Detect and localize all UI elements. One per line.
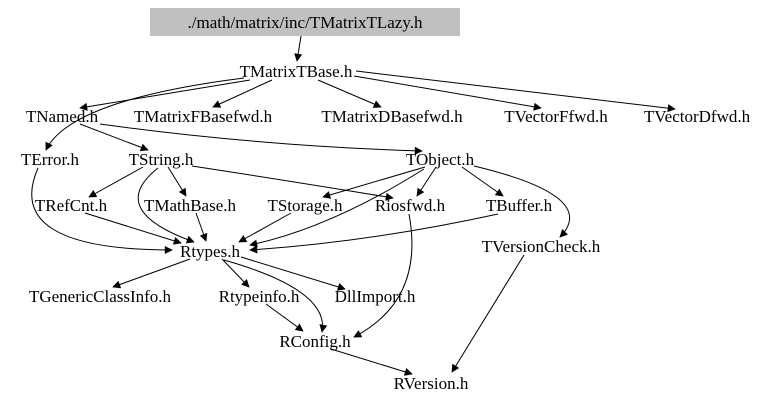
- edge-TVersionCheck-to-RVersion: [451, 254, 525, 373]
- edge-Rtypeinfo-to-RConfig: [265, 303, 304, 332]
- edge-TMathBase-to-Rtypes: [195, 212, 208, 242]
- node-TMathBase[interactable]: TMathBase.h: [144, 196, 237, 215]
- edge-TString-to-TRefCnt: [88, 166, 144, 198]
- edge-TObject-to-TVersionCheck: [473, 165, 571, 238]
- node-TGenericClassInfo[interactable]: TGenericClassInfo.h: [29, 287, 172, 306]
- edge-TString-to-TMathBase: [167, 166, 187, 197]
- edge-TObject-to-TBuffer: [461, 166, 504, 197]
- node-Rtypes[interactable]: Rtypes.h: [180, 242, 240, 261]
- edge-Riosfwd-to-RConfig: [353, 213, 413, 338]
- edge-TObject-to-TStorage: [322, 166, 426, 199]
- node-RVersion[interactable]: RVersion.h: [394, 374, 469, 393]
- node-TMatrixDBasefwd[interactable]: TMatrixDBasefwd.h: [321, 107, 463, 126]
- edge-TRefCnt-to-Rtypes: [84, 212, 182, 245]
- edges-layer: [31, 35, 676, 376]
- nodes-layer: ./math/matrix/inc/TMatrixTLazy.hTMatrixT…: [21, 8, 751, 393]
- edge-TMatrixTBase-to-TVectorDfwd: [355, 70, 676, 113]
- edge-TMatrixTBase-to-TError: [45, 77, 245, 151]
- node-Riosfwd[interactable]: Riosfwd.h: [375, 196, 446, 215]
- node-TBuffer[interactable]: TBuffer.h: [486, 196, 553, 215]
- node-TMatrixFBasefwd[interactable]: TMatrixFBasefwd.h: [134, 107, 273, 126]
- node-Rtypeinfo[interactable]: Rtypeinfo.h: [219, 287, 300, 306]
- node-TRefCnt[interactable]: TRefCnt.h: [35, 196, 108, 215]
- edge-TMatrixTBase-to-TVectorFfwd: [353, 75, 542, 111]
- edge-TError-to-Rtypes: [31, 167, 173, 254]
- edge-TBuffer-to-Rtypes: [249, 213, 499, 254]
- node-TObject[interactable]: TObject.h: [406, 150, 475, 169]
- edge-TNamed-to-TString: [79, 123, 149, 152]
- edge-TString-to-Rtypes: [137, 167, 195, 244]
- node-TMatrixTLazy: ./math/matrix/inc/TMatrixTLazy.h: [188, 13, 423, 32]
- edge-Rtypes-to-TGenericClassInfo: [112, 258, 191, 289]
- edge-RConfig-to-RVersion: [330, 348, 413, 376]
- edge-Rtypes-to-DllImport: [240, 256, 346, 291]
- edge-Rtypes-to-RConfig: [223, 259, 328, 333]
- edge-TMatrixTBase-to-TMatrixFBasefwd: [212, 79, 273, 108]
- edge-TNamed-to-TObject: [99, 123, 423, 155]
- edge-TStorage-to-Rtypes: [238, 212, 292, 243]
- node-TNamed[interactable]: TNamed.h: [26, 107, 99, 126]
- node-DllImport[interactable]: DllImport.h: [335, 287, 416, 306]
- edge-TMatrixTBase-to-TNamed: [79, 79, 251, 111]
- node-TVectorDfwd[interactable]: TVectorDfwd.h: [644, 107, 751, 126]
- node-TError[interactable]: TError.h: [21, 150, 80, 169]
- edge-TObject-to-Rtypes: [249, 168, 425, 248]
- node-TStorage[interactable]: TStorage.h: [267, 196, 343, 215]
- node-RConfig[interactable]: RConfig.h: [279, 332, 351, 351]
- node-TString[interactable]: TString.h: [129, 150, 194, 169]
- root-node-box: [150, 8, 460, 36]
- node-TVersionCheck[interactable]: TVersionCheck.h: [482, 237, 601, 256]
- edge-TObject-to-Riosfwd: [416, 166, 437, 197]
- edge-TString-to-Riosfwd: [191, 165, 394, 201]
- node-TMatrixTBase[interactable]: TMatrixTBase.h: [240, 62, 353, 81]
- edge-Rtypes-to-Rtypeinfo: [221, 258, 250, 288]
- node-TVectorFfwd[interactable]: TVectorFfwd.h: [504, 107, 608, 126]
- edge-TMatrixTLazy-to-TMatrixTBase: [294, 35, 303, 62]
- edge-TMatrixTBase-to-TMatrixDBasefwd: [317, 79, 382, 108]
